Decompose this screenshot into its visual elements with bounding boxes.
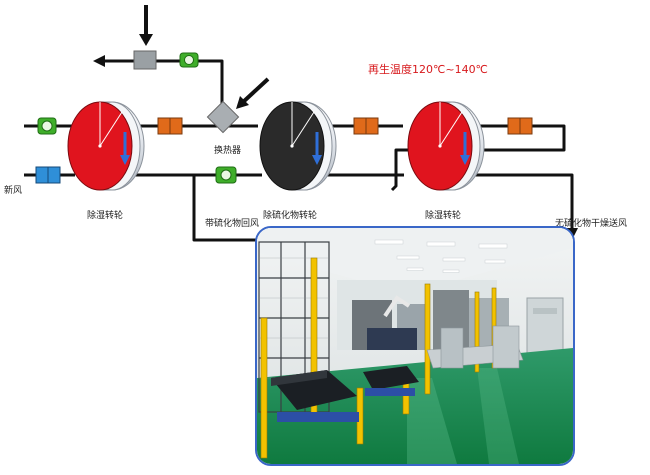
wheel-right-label: 除湿转轮: [425, 211, 462, 221]
exhaust-arrow-icon: [93, 55, 105, 67]
factory-photo-illustration: [257, 228, 573, 464]
desiccant-wheel-left: [67, 101, 145, 191]
filter-icon: [353, 117, 379, 135]
supply-duct: [474, 173, 574, 232]
fan-icon: [179, 52, 199, 68]
exchanger-inlet-arrow-icon: [236, 96, 249, 109]
sulfide-wheel-middle: [259, 101, 337, 191]
filter-icon: [157, 117, 183, 135]
fan-icon: [215, 166, 237, 184]
inlet-arrow-icon: [139, 34, 153, 46]
rotation-arrow-icon: [120, 132, 130, 165]
lower-duct-middle: [130, 173, 260, 242]
desiccant-wheel-right: [407, 101, 485, 191]
filter-icon: [507, 117, 533, 135]
exhaust-duct: [105, 59, 224, 108]
fan-icon: [37, 117, 57, 135]
heat-exchanger-label: 换热器: [214, 146, 242, 156]
rotation-arrow-icon: [312, 132, 322, 165]
fresh-air-filter-icon: [35, 166, 61, 184]
factory-photo: [255, 226, 575, 466]
heat-exchanger-icon: [206, 100, 240, 134]
fresh-air-label: 新风: [4, 186, 23, 196]
wheel-left-label: 除湿转轮: [87, 211, 124, 221]
regen-temp-label: 再生温度120℃~140℃: [368, 63, 488, 76]
supply-air-label: 无硫化物干燥送风: [555, 219, 628, 229]
wheel-middle-label: 除硫化物转轮: [263, 211, 318, 221]
rotation-arrow-icon: [460, 132, 470, 165]
return-air-label: 带硫化物回风: [205, 219, 260, 229]
damper-icon: [133, 50, 157, 70]
